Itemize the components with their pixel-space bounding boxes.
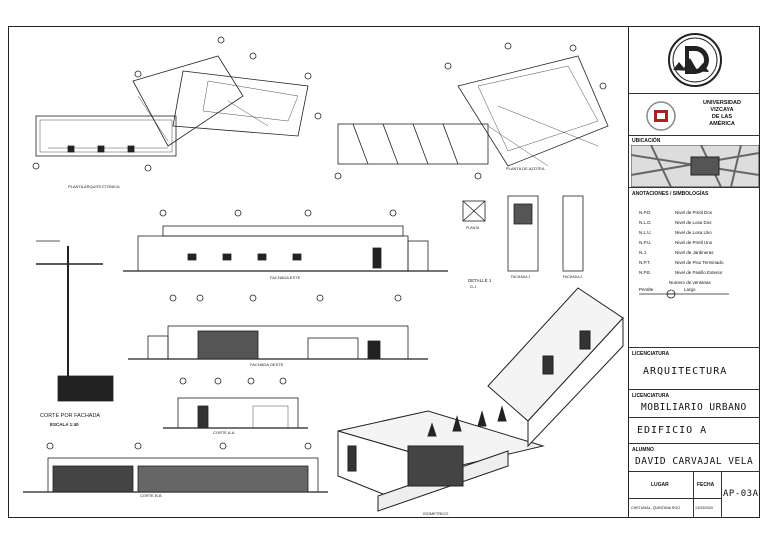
legend-desc-1: Nivel de Pretil Dos [675,210,713,215]
lugar-value: CHETUMAL, QUINTANA ROO [631,506,681,510]
caption-fachada-oeste: FACHADA OESTE [250,362,284,367]
anotaciones-cell: ANOTACIONES / SIMBOLOGÍAS N.P.D. Nivel d… [629,188,760,348]
legend-numero-ventanas: Numero de ventanas [669,280,711,285]
licenciatura-cell-2: LICENCIATURA MOBILIARIO URBANO [629,390,760,418]
legend-desc-6: Nivel de Piso Terminado [675,260,724,265]
caption-fachada1: FACHADA 1 [511,275,530,279]
alumno-label: ALUMNO [632,447,654,453]
caption-corte-fachada: CORTE POR FACHADA [40,413,100,419]
corte-fachada-drawing [36,240,114,402]
drawing-captions: PLANTA ARQUITECTÓNICA PLANTA DE AZOTEA F… [40,166,582,516]
divider-1 [693,472,694,518]
legend-desc-7: Nivel de Pasillo Exterior [675,270,723,275]
ubicacion-label: UBICACIÓN [632,138,661,144]
licenciatura-cell-1: LICENCIATURA ARQUITECTURA [629,348,760,390]
caption-fachada-este: FACHADA ESTE [270,275,301,280]
fachada-oeste-drawing [128,294,428,360]
legend-desc-2: Nivel de Losa Dos [675,220,712,225]
university-name: UNIVERSIDAD VIZCAYA DE LAS AMÉRICA [685,100,759,128]
caption-detalle-sub: D-1 [470,284,477,289]
planta-azotea-drawing [334,42,609,180]
drawing-area: PLANTA ARQUITECTÓNICA PLANTA DE AZOTEA F… [8,26,628,518]
window-symbol-icon [639,289,729,299]
legend-code-5: N.J. [639,250,648,255]
alumno-cell: ALUMNO DAVID CARVAJAL VELA [629,444,760,472]
legend-code-7: N.P.E. [639,270,652,275]
legend-largo: Largo [684,287,696,292]
d-logo-icon [668,33,722,87]
location-map [631,145,759,187]
legend-desc-4: Nivel de Pretil Uno [675,240,713,245]
caption-isometrico: ISOMETRICO [423,511,448,516]
licenciatura-value-1: ARQUITECTURA [643,366,728,377]
fachada-este-drawing [123,209,448,272]
architectural-drawings: PLANTA ARQUITECTÓNICA PLANTA DE AZOTEA F… [23,36,624,516]
caption-planta-detalle: PLANTA [466,226,480,230]
fecha-value: 13/03/2020 [695,506,713,510]
licenciatura-label-2: LICENCIATURA [632,393,670,399]
legend-code-4: N.P.U. [639,240,652,245]
university-line-4: AMÉRICA [709,121,735,127]
university-line-3: DE LAS [711,114,733,120]
university-line-2: VIZCAYA [710,107,734,113]
legend-desc-3: Nivel de Losa Uno [675,230,712,235]
legend-code-1: N.P.D. [639,210,652,215]
planta-arquitectonica-drawing [32,36,322,172]
edificio-cell: EDIFICIO A [629,418,760,444]
licenciatura-value-2: MOBILIARIO URBANO [641,402,747,413]
corte-aa-drawing [163,377,308,429]
divider-2 [721,472,722,518]
title-block: UNIVERSIDAD VIZCAYA DE LAS AMÉRICA UBICA… [628,26,760,518]
university-line-1: UNIVERSIDAD [703,100,741,106]
caption-corte-aa: CORTE A-A [213,430,235,435]
edificio-value: EDIFICIO A [637,425,708,436]
caption-detalle: DETALLE 1 [468,278,492,283]
ubicacion-cell: UBICACIÓN [629,136,760,188]
anotaciones-label: ANOTACIONES / SIMBOLOGÍAS [632,191,709,197]
university-seal-icon [646,101,676,131]
divider-3 [629,498,721,499]
caption-escala: ESCALA 1:40 [50,422,79,427]
drawing-sheet-border [8,26,760,518]
licenciatura-label-1: LICENCIATURA [632,351,670,357]
caption-planta-arquitectonica: PLANTA ARQUITECTÓNICA [68,184,120,189]
university-cell: UNIVERSIDAD VIZCAYA DE LAS AMÉRICA [629,94,760,136]
legend-code-3: N.L.U. [639,230,652,235]
legend-peralte: Peralte [639,287,654,292]
detalle-drawing [462,195,584,272]
lugar-fecha-cell: LUGAR FECHA CHETUMAL, QUINTANA ROO 13/03… [629,472,760,518]
caption-corte-bb: CORTE B-B [140,493,162,498]
corte-bb-drawing [23,442,328,493]
caption-fachada2: FACHADA 2 [563,275,582,279]
isometrico-drawing [337,287,624,512]
legend-code-6: N.P.T. [639,260,651,265]
alumno-value: DAVID CARVAJAL VELA [635,456,754,467]
caption-planta-azotea: PLANTA DE AZOTEA [506,166,545,171]
lugar-label: LUGAR [651,482,669,488]
legend-desc-5: Nivel de Jardineras [675,250,714,255]
fecha-label: FECHA [697,482,715,488]
logo-cell [629,26,760,94]
sheet-number: AP-03A [723,489,759,499]
legend-code-2: N.L.D. [639,220,652,225]
